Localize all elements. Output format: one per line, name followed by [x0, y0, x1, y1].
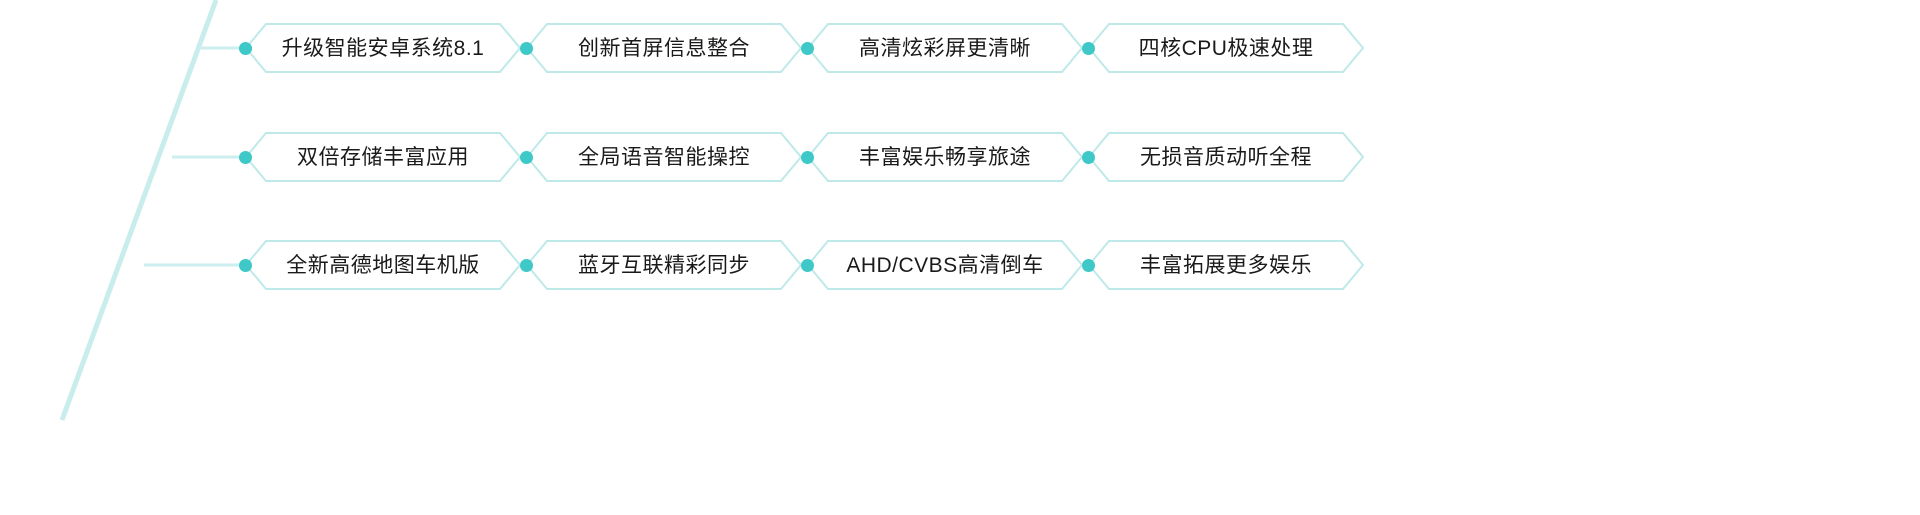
- chevron-shape[interactable]: 无损音质动听全程: [1087, 132, 1365, 182]
- node-bullet-dot: [239, 258, 252, 272]
- feature-node[interactable]: 无损音质动听全程: [1082, 132, 1365, 182]
- chevron-shape[interactable]: 四核CPU极速处理: [1087, 23, 1365, 73]
- feature-row: 升级智能安卓系统8.1 创新首屏信息整合 高清炫彩屏更清晰 四核CPU极速处理: [239, 23, 1365, 73]
- chevron-shape[interactable]: 丰富拓展更多娱乐: [1087, 240, 1365, 290]
- feature-node[interactable]: AHD/CVBS高清倒车: [801, 240, 1084, 290]
- node-bullet-dot: [801, 258, 814, 272]
- chevron-shape[interactable]: 升级智能安卓系统8.1: [244, 23, 522, 73]
- feature-label: 高清炫彩屏更清晰: [859, 36, 1031, 60]
- chevron-shape[interactable]: 蓝牙互联精彩同步: [525, 240, 803, 290]
- feature-label: 丰富娱乐畅享旅途: [859, 145, 1031, 169]
- feature-label: 四核CPU极速处理: [1138, 36, 1314, 60]
- chevron-shape[interactable]: 创新首屏信息整合: [525, 23, 803, 73]
- feature-label: 升级智能安卓系统8.1: [281, 36, 485, 60]
- chevron-shape[interactable]: 丰富娱乐畅享旅途: [806, 132, 1084, 182]
- feature-node[interactable]: 蓝牙互联精彩同步: [520, 240, 803, 290]
- feature-node[interactable]: 升级智能安卓系统8.1: [239, 23, 522, 73]
- feature-node[interactable]: 创新首屏信息整合: [520, 23, 803, 73]
- feature-node[interactable]: 双倍存储丰富应用: [239, 132, 522, 182]
- node-bullet-dot: [801, 150, 814, 164]
- feature-node[interactable]: 丰富拓展更多娱乐: [1082, 240, 1365, 290]
- feature-node[interactable]: 四核CPU极速处理: [1082, 23, 1365, 73]
- node-bullet-dot: [520, 41, 533, 55]
- chevron-outline: [1087, 240, 1365, 290]
- feature-row: 全新高德地图车机版 蓝牙互联精彩同步 AHD/CVBS高清倒车 丰富拓展更多娱乐: [239, 240, 1365, 290]
- chevron-shape[interactable]: 全新高德地图车机版: [244, 240, 522, 290]
- chevron-shape[interactable]: 双倍存储丰富应用: [244, 132, 522, 182]
- feature-node[interactable]: 丰富娱乐畅享旅途: [801, 132, 1084, 182]
- feature-node[interactable]: 全新高德地图车机版: [239, 240, 522, 290]
- feature-node[interactable]: 全局语音智能操控: [520, 132, 803, 182]
- feature-label: 丰富拓展更多娱乐: [1140, 253, 1312, 277]
- chevron-outline: [1087, 23, 1365, 73]
- feature-label: 创新首屏信息整合: [578, 36, 750, 60]
- feature-label: AHD/CVBS高清倒车: [846, 253, 1044, 277]
- chevron-shape[interactable]: AHD/CVBS高清倒车: [806, 240, 1084, 290]
- feature-label: 蓝牙互联精彩同步: [578, 253, 750, 277]
- feature-label: 无损音质动听全程: [1140, 145, 1312, 169]
- node-bullet-dot: [520, 258, 533, 272]
- chevron-outline: [1087, 132, 1365, 182]
- feature-label: 全局语音智能操控: [578, 145, 750, 169]
- feature-node[interactable]: 高清炫彩屏更清晰: [801, 23, 1084, 73]
- feature-label: 全新高德地图车机版: [286, 253, 480, 277]
- node-bullet-dot: [520, 150, 533, 164]
- chevron-shape[interactable]: 高清炫彩屏更清晰: [806, 23, 1084, 73]
- node-bullet-dot: [239, 150, 252, 164]
- left-diagonal-accent: [59, 0, 219, 421]
- node-bullet-dot: [801, 41, 814, 55]
- node-bullet-dot: [239, 41, 252, 55]
- node-bullet-dot: [1082, 150, 1095, 164]
- feature-row: 双倍存储丰富应用 全局语音智能操控 丰富娱乐畅享旅途 无损音质动听全程: [239, 132, 1365, 182]
- feature-label: 双倍存储丰富应用: [297, 145, 469, 169]
- node-bullet-dot: [1082, 41, 1095, 55]
- node-bullet-dot: [1082, 258, 1095, 272]
- chevron-shape[interactable]: 全局语音智能操控: [525, 132, 803, 182]
